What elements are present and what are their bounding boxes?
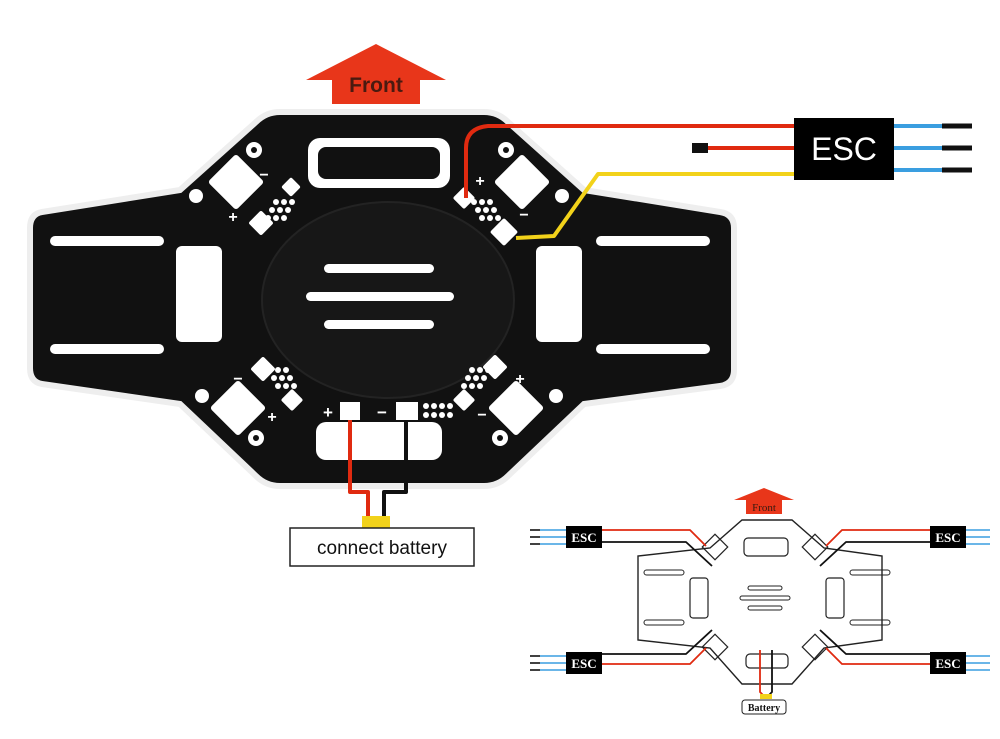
- mini-esc-label: ESC: [935, 530, 960, 545]
- mini-front-label: Front: [752, 502, 776, 514]
- signal-connector: [692, 143, 708, 153]
- battery-red-wire: [348, 420, 370, 522]
- plus-sign: +: [228, 209, 237, 226]
- mini-esc-label: ESC: [571, 530, 596, 545]
- esc-block: ESC: [794, 118, 894, 180]
- power-distribution-board: + − + − − +: [27, 109, 737, 489]
- mini-front-arrow: Front: [734, 488, 794, 514]
- plus-sign: +: [515, 371, 524, 388]
- motor-wires: [894, 123, 972, 173]
- connect-battery-box: connect battery: [289, 527, 475, 567]
- plus-sign: +: [323, 403, 333, 422]
- left-cutout: [176, 246, 222, 342]
- pads-bottom-left: − +: [210, 357, 303, 436]
- pads-bottom-right: + −: [453, 355, 544, 436]
- minus-sign: −: [259, 167, 268, 184]
- battery-wires: [348, 420, 408, 528]
- mini-battery-label: Battery: [748, 703, 780, 714]
- esc-label: ESC: [811, 131, 877, 167]
- front-arrow: Front: [306, 44, 446, 104]
- minus-sign: −: [377, 403, 387, 422]
- mini-battery-box: Battery: [741, 699, 787, 715]
- right-cutout: [536, 246, 582, 342]
- connect-battery-label: connect battery: [317, 538, 447, 559]
- mini-esc-bottom-left: ESC: [566, 652, 602, 674]
- battery-connector: [362, 516, 390, 528]
- esc-wires: [464, 124, 800, 240]
- red-wire: [464, 124, 800, 198]
- plus-sign: +: [475, 173, 484, 190]
- plus-sign: +: [267, 409, 276, 426]
- pads-top-left: + −: [208, 154, 301, 235]
- yellow-wire: [515, 172, 800, 240]
- mini-esc-top-right: ESC: [930, 526, 966, 548]
- front-label: Front: [349, 74, 403, 97]
- pads-top-right: + −: [453, 154, 550, 246]
- battery-black-wire: [382, 420, 408, 522]
- mini-overview-diagram: Front ESC ESC ES: [530, 488, 990, 715]
- mini-esc-label: ESC: [571, 656, 596, 671]
- bottom-cutout: [316, 422, 442, 460]
- minus-sign: −: [519, 207, 528, 224]
- mini-esc-label: ESC: [935, 656, 960, 671]
- mini-esc-top-left: ESC: [566, 526, 602, 548]
- minus-sign: −: [233, 371, 242, 388]
- mini-esc-bottom-right: ESC: [930, 652, 966, 674]
- battery-pads: + −: [323, 402, 453, 422]
- minus-sign: −: [477, 407, 486, 424]
